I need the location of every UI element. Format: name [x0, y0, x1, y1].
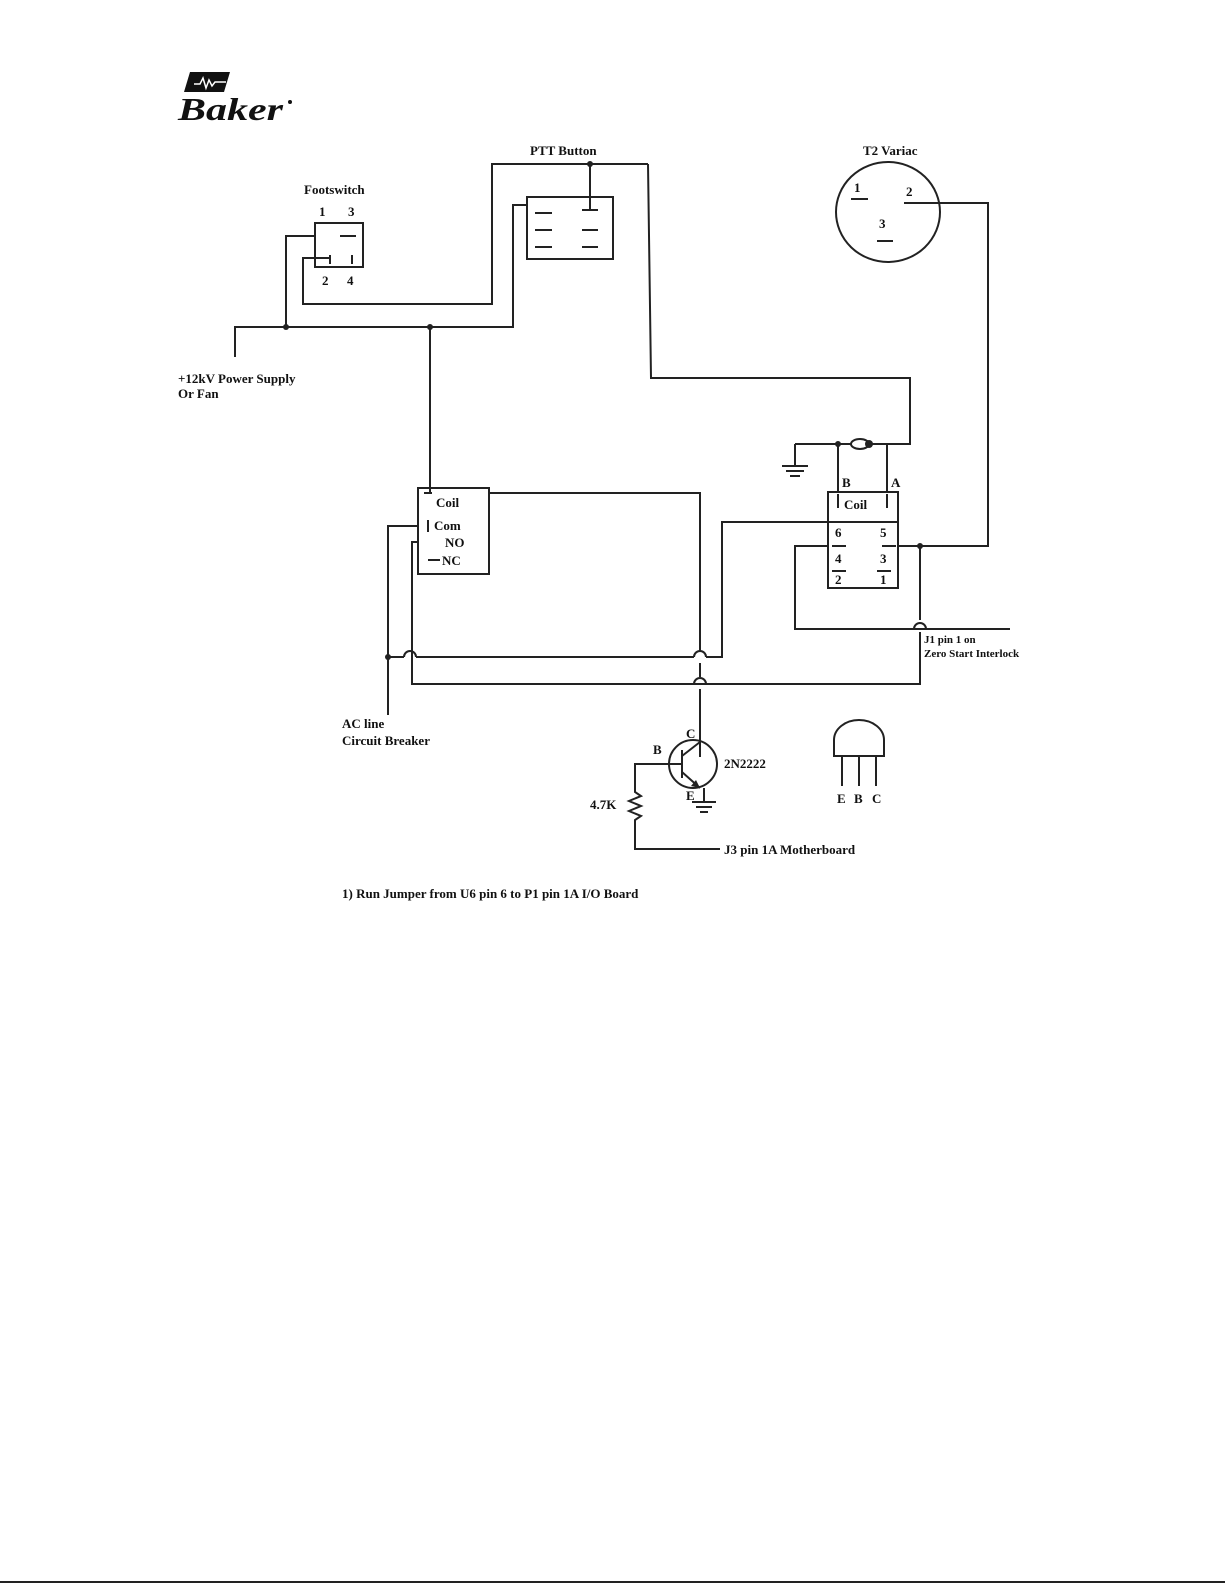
wires [235, 164, 1010, 757]
jumper-note: 1) Run Jumper from U6 pin 6 to P1 pin 1A… [342, 886, 639, 901]
relay2-pin-3: 3 [880, 551, 887, 566]
relay2-pin-5: 5 [880, 525, 887, 540]
relay1-com-label: Com [434, 518, 461, 533]
package-pin-e: E [837, 791, 846, 806]
crossover-hops [404, 623, 926, 684]
footswitch-pin-1: 1 [319, 204, 326, 219]
package-pin-b: B [854, 791, 863, 806]
relay1-nc-label: NC [442, 553, 461, 568]
relay2-pin-1: 1 [880, 572, 887, 587]
variac-pin-1: 1 [854, 180, 861, 195]
relay2-b-label: B [842, 475, 851, 490]
relay1-no-label: NO [445, 535, 465, 550]
footswitch-label: Footswitch [304, 182, 365, 197]
relay2-pin-4: 4 [835, 551, 842, 566]
relay2-pin-2: 2 [835, 572, 842, 587]
transistor-package-pinout: E B C [834, 720, 884, 806]
relay2-a-label: A [891, 475, 901, 490]
power-supply-label-line1: +12kV Power Supply [178, 371, 296, 386]
transistor-e-label: E [686, 788, 695, 803]
footswitch-pin-4: 4 [347, 273, 354, 288]
footswitch-pin-3: 3 [348, 204, 355, 219]
j3-label: J3 pin 1A Motherboard [724, 842, 856, 857]
relay2-coil-label: Coil [844, 497, 868, 512]
variac-pin-2: 2 [906, 184, 913, 199]
relay2-pin-6: 6 [835, 525, 842, 540]
ac-line-label-1: AC line [342, 716, 384, 731]
ground-symbol-transistor [692, 788, 716, 812]
power-supply-label-line2: Or Fan [178, 386, 219, 401]
ac-line-label-2: Circuit Breaker [342, 733, 430, 748]
baker-logo: Baker [177, 72, 292, 127]
t2-variac-label: T2 Variac [863, 143, 918, 158]
transistor-c-label: C [686, 726, 695, 741]
relay1-coil-label: Coil [436, 495, 460, 510]
transistor-2n2222: C B E 2N2222 [653, 726, 766, 803]
j1-label-line1: J1 pin 1 on [924, 634, 976, 646]
ptt-button: PTT Button [527, 143, 613, 259]
package-pin-c: C [872, 791, 881, 806]
baker-logo-text: Baker [177, 91, 284, 127]
transistor-b-label: B [653, 742, 662, 757]
variac-pin-3: 3 [879, 216, 886, 231]
footswitch-pin-2: 2 [322, 273, 329, 288]
j1-label-line2: Zero Start Interlock [924, 648, 1020, 660]
ground-symbol-top [782, 444, 808, 476]
ptt-button-label: PTT Button [530, 143, 597, 158]
transistor-part-label: 2N2222 [724, 756, 766, 771]
relay-1: Coil Com NO NC [418, 488, 489, 574]
resistor-label: 4.7K [590, 797, 617, 812]
